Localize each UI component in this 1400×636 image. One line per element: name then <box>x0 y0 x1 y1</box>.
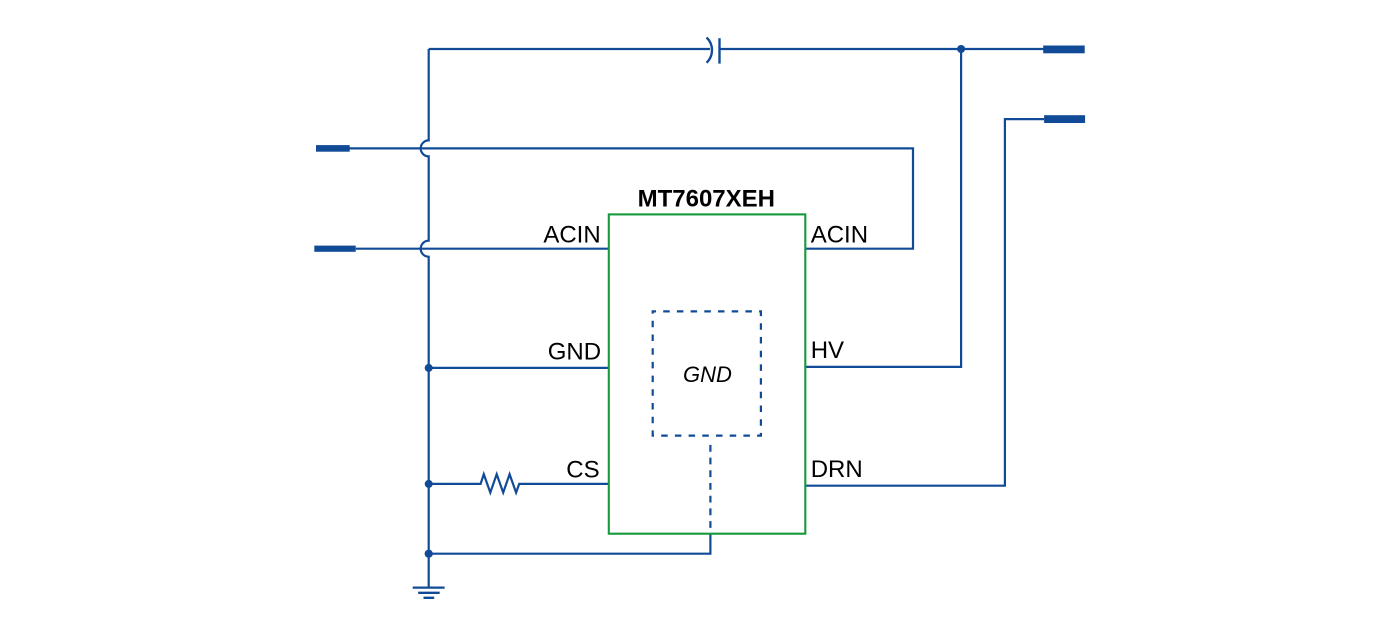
svg-text:GND: GND <box>548 338 601 365</box>
svg-text:DRN: DRN <box>811 456 863 483</box>
svg-text:HV: HV <box>811 337 844 364</box>
svg-text:MT7607XEH: MT7607XEH <box>638 185 775 212</box>
svg-text:ACIN: ACIN <box>811 222 868 249</box>
svg-text:ACIN: ACIN <box>543 222 600 249</box>
svg-text:GND: GND <box>683 362 732 387</box>
svg-text:CS: CS <box>566 457 599 484</box>
